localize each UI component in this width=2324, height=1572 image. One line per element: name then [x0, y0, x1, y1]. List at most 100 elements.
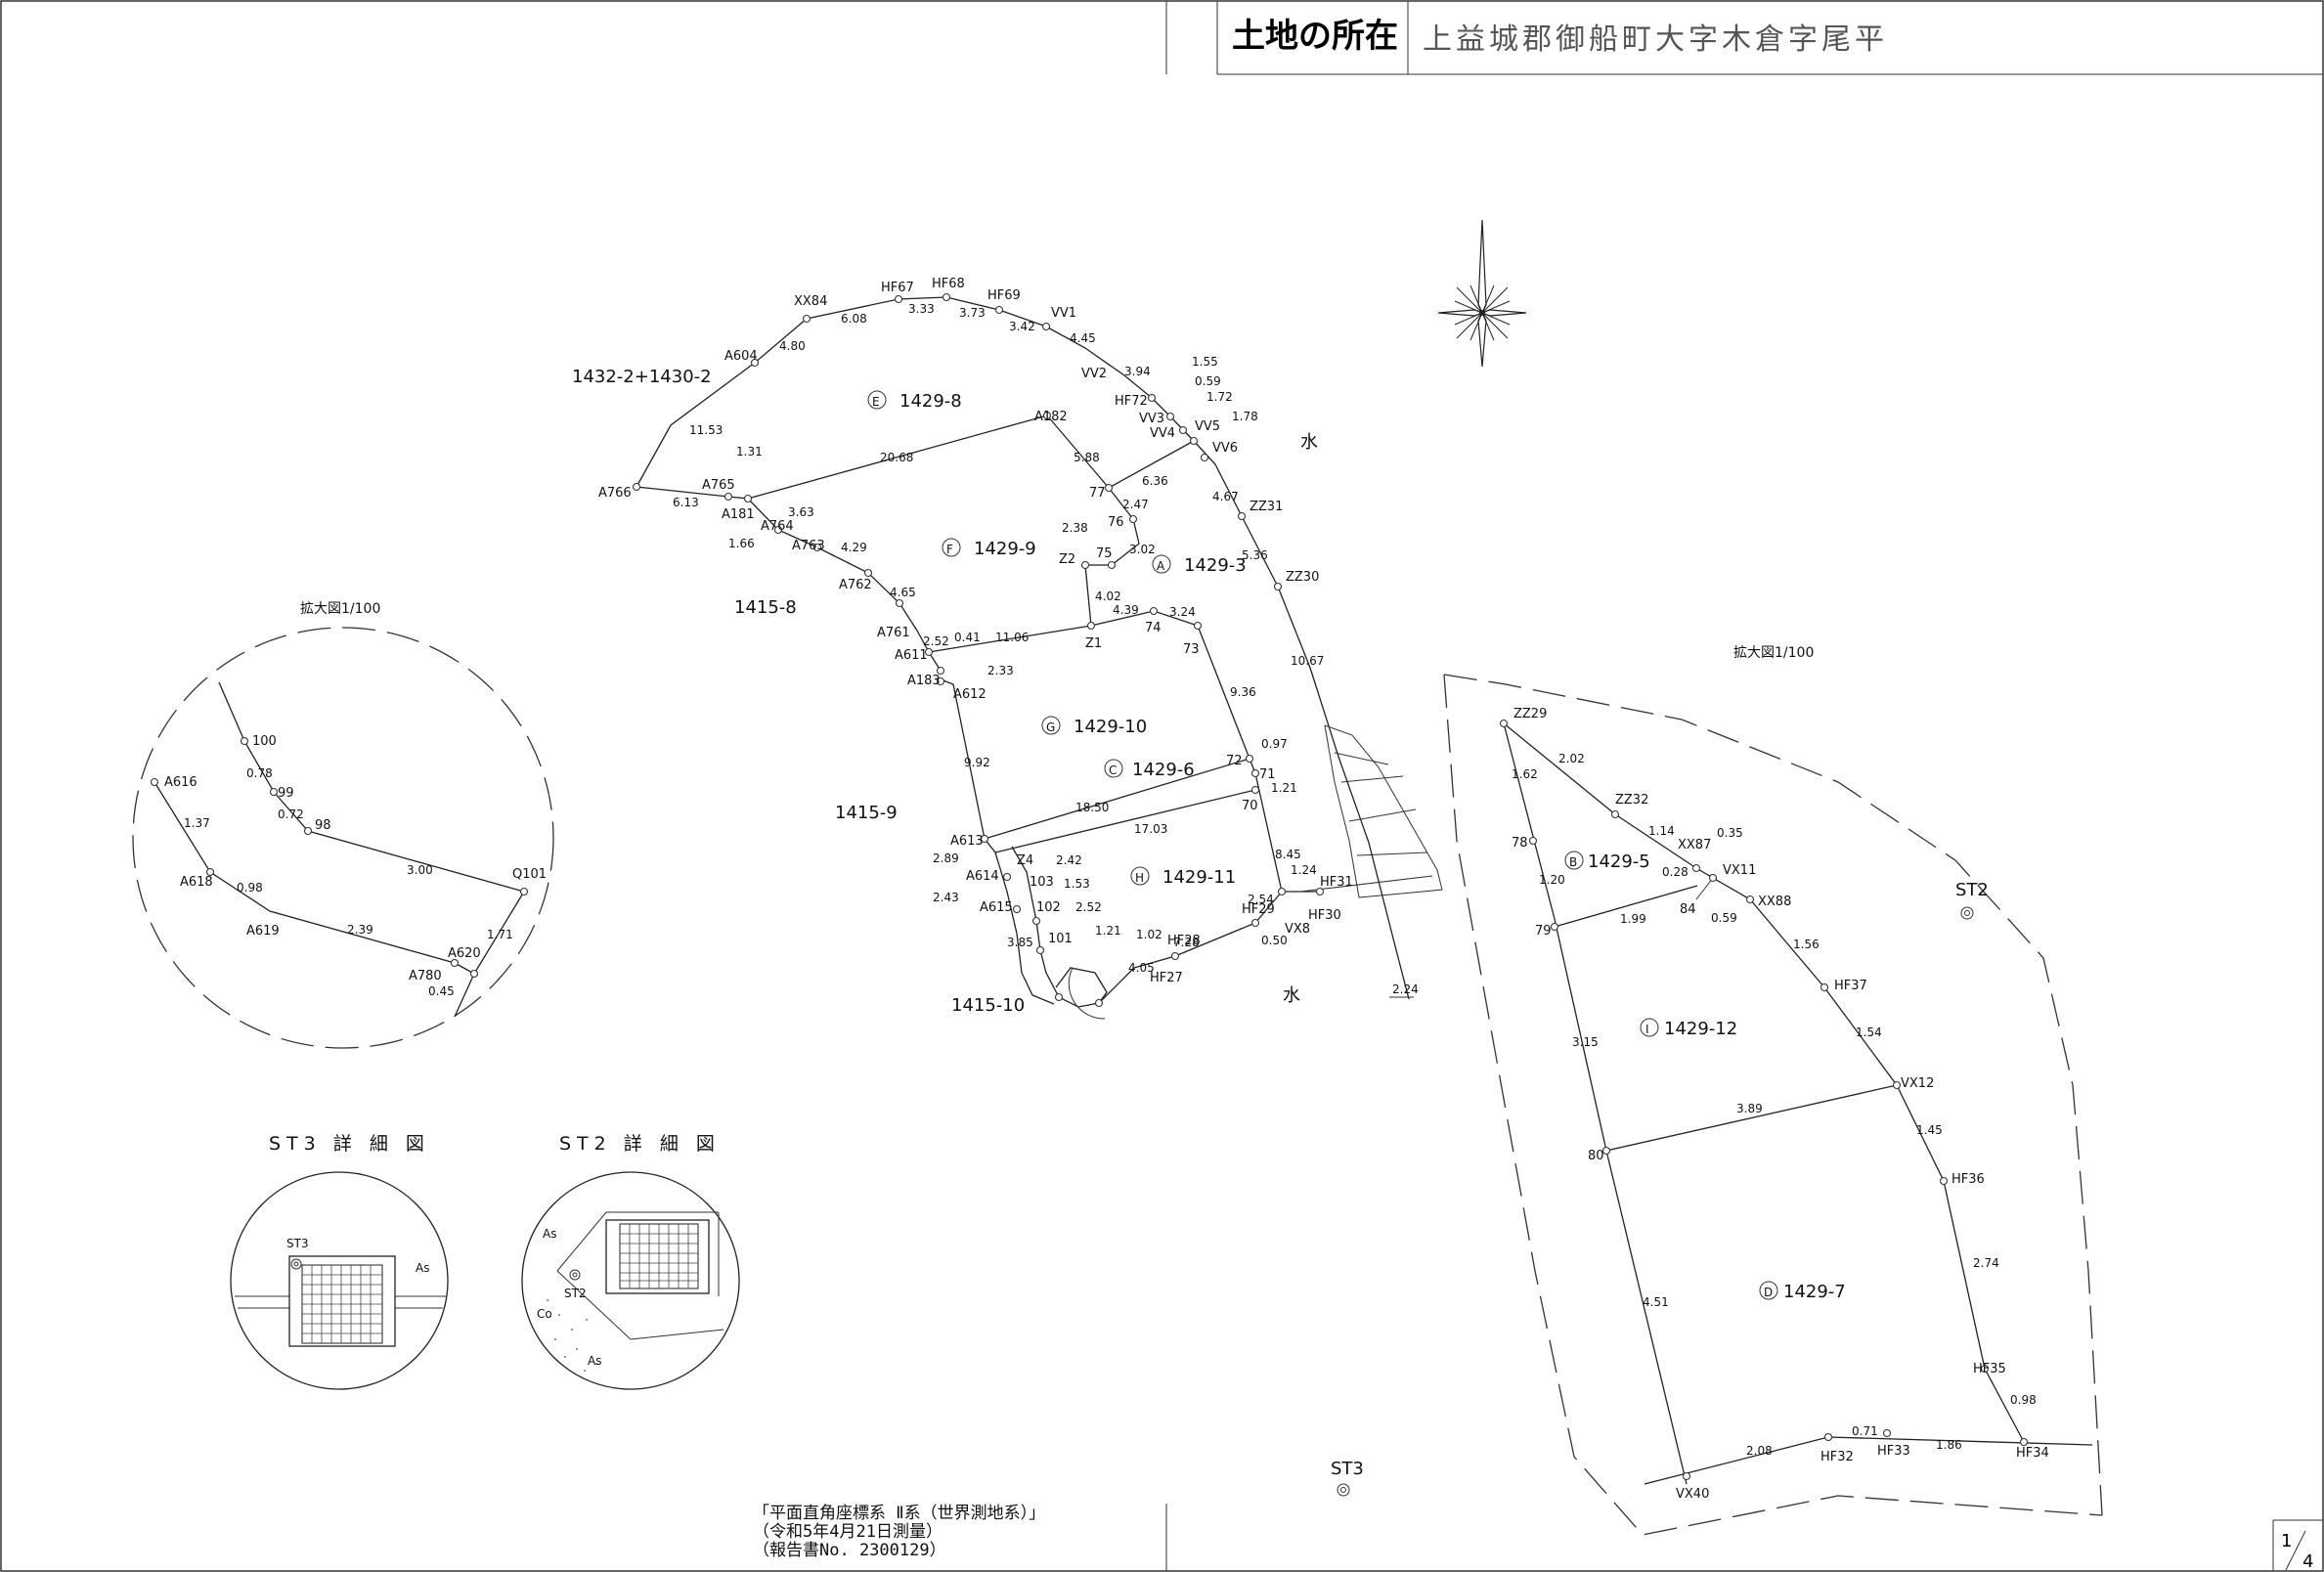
svg-text:VV5: VV5	[1195, 419, 1220, 434]
svg-text:Z4: Z4	[1017, 853, 1033, 868]
neighbor-lot-1415-10: 1415-10	[951, 995, 1025, 1016]
svg-text:2.47: 2.47	[1122, 498, 1149, 511]
svg-text:3.00: 3.00	[407, 863, 433, 877]
svg-text:1.14: 1.14	[1648, 824, 1675, 838]
svg-text:100: 100	[252, 734, 277, 749]
compass-rose-icon	[1437, 219, 1527, 368]
svg-text:A780: A780	[409, 969, 442, 983]
svg-text:HF72: HF72	[1115, 394, 1148, 409]
parcel-d: D 1429-7	[1759, 1281, 1846, 1302]
parcel-f: F 1429-9	[942, 538, 1036, 559]
location-value: 上益城郡御船町大字木倉字尾平	[1423, 22, 1888, 57]
svg-text:HF69: HF69	[987, 288, 1021, 303]
page-total: 4	[2302, 1551, 2313, 1572]
svg-text:ZZ32: ZZ32	[1615, 793, 1648, 808]
svg-text:0.41: 0.41	[954, 631, 981, 644]
svg-text:A604: A604	[724, 349, 758, 364]
neighbor-lot-1415-8: 1415-8	[734, 597, 797, 618]
svg-text:ST3: ST3	[1331, 1459, 1364, 1479]
svg-text:A: A	[1157, 559, 1165, 573]
svg-text:As: As	[588, 1354, 601, 1368]
svg-text:1.78: 1.78	[1232, 410, 1258, 423]
svg-text:1429-3: 1429-3	[1184, 555, 1247, 576]
svg-text:77: 77	[1089, 486, 1106, 501]
svg-text:A613: A613	[950, 834, 984, 849]
svg-text:1429-8: 1429-8	[899, 391, 962, 412]
svg-text:HF27: HF27	[1150, 971, 1183, 985]
svg-text:HF31: HF31	[1320, 875, 1353, 890]
svg-text:98: 98	[315, 818, 331, 833]
header-location: 土地の所在 上益城郡御船町大字木倉字尾平	[1165, 1, 2323, 75]
svg-text:VX12: VX12	[1901, 1076, 1934, 1091]
parcel-i: I 1429-12	[1640, 1018, 1737, 1039]
svg-text:1.31: 1.31	[736, 445, 763, 458]
survey-note: 「平面直角座標系 Ⅱ系（世界測地系）」 （令和5年4月21日測量） （報告書No…	[753, 1504, 1167, 1571]
svg-text:ST2: ST2	[564, 1287, 587, 1300]
svg-text:1.66: 1.66	[728, 537, 755, 550]
svg-text:1.02: 1.02	[1136, 928, 1162, 941]
svg-text:99: 99	[278, 786, 294, 801]
svg-text:4.02: 4.02	[1095, 590, 1121, 603]
svg-text:XX84: XX84	[794, 294, 827, 309]
svg-text:80: 80	[1588, 1149, 1604, 1163]
enlarged-label-left: 拡大図1/100	[300, 601, 380, 617]
svg-text:1429-7: 1429-7	[1783, 1282, 1846, 1302]
svg-text:3.24: 3.24	[1169, 605, 1196, 619]
parcel-c: C 1429-6	[1104, 759, 1195, 780]
svg-text:1429-5: 1429-5	[1588, 852, 1650, 872]
svg-text:2.89: 2.89	[933, 852, 959, 865]
svg-text:A618: A618	[180, 875, 213, 890]
svg-text:A615: A615	[980, 900, 1013, 915]
svg-text:A611: A611	[895, 648, 928, 663]
svg-text:A616: A616	[164, 775, 197, 790]
st3-detail: ST3 詳 細 図 ST3 As	[230, 1133, 449, 1390]
page-current: 1	[2281, 1531, 2292, 1551]
svg-text:1.99: 1.99	[1620, 912, 1646, 926]
svg-text:Z1: Z1	[1085, 636, 1102, 651]
svg-text:5.88: 5.88	[1074, 451, 1100, 464]
svg-text:H: H	[1135, 871, 1144, 885]
svg-text:HF32: HF32	[1820, 1450, 1854, 1464]
st2-detail-title: ST2 詳 細 図	[559, 1133, 721, 1155]
svg-text:103: 103	[1030, 875, 1054, 890]
svg-text:11.53: 11.53	[689, 423, 723, 437]
svg-text:70: 70	[1242, 799, 1258, 813]
svg-text:VX40: VX40	[1676, 1487, 1709, 1502]
svg-text:4.67: 4.67	[1212, 490, 1239, 503]
svg-text:75: 75	[1096, 546, 1113, 561]
svg-text:2.38: 2.38	[1062, 521, 1088, 535]
svg-text:11.06: 11.06	[995, 631, 1029, 644]
svg-text:XX87: XX87	[1678, 838, 1711, 852]
svg-text:8.45: 8.45	[1275, 848, 1301, 861]
svg-text:74: 74	[1145, 621, 1162, 635]
svg-text:3.15: 3.15	[1572, 1035, 1599, 1049]
svg-text:HF37: HF37	[1834, 979, 1867, 993]
svg-text:1429-11: 1429-11	[1162, 867, 1236, 888]
svg-text:76: 76	[1108, 515, 1124, 530]
svg-text:2.52: 2.52	[923, 634, 949, 648]
svg-text:2.74: 2.74	[1973, 1256, 1999, 1270]
svg-text:Q101: Q101	[512, 867, 547, 882]
svg-text:2.02: 2.02	[1558, 752, 1585, 765]
page-number: 1 4	[2272, 1519, 2323, 1572]
svg-text:0.72: 0.72	[278, 808, 304, 821]
svg-text:1429-9: 1429-9	[974, 539, 1036, 559]
svg-text:A762: A762	[839, 578, 872, 592]
station-st3: ST3	[1331, 1459, 1364, 1497]
svg-text:C: C	[1109, 764, 1117, 777]
svg-text:VV3: VV3	[1139, 412, 1164, 426]
svg-text:6.36: 6.36	[1142, 474, 1168, 488]
svg-text:A764: A764	[761, 519, 794, 534]
st2-detail: ST2 詳 細 図 As ST2 Co As	[521, 1133, 740, 1390]
neighbor-lot-1432: 1432-2+1430-2	[572, 367, 712, 387]
svg-text:A612: A612	[953, 687, 987, 702]
svg-text:A761: A761	[877, 626, 910, 640]
svg-text:A765: A765	[702, 478, 735, 493]
svg-text:0.45: 0.45	[428, 984, 455, 998]
svg-text:78: 78	[1512, 836, 1528, 851]
svg-text:1429-12: 1429-12	[1664, 1019, 1737, 1039]
st3-detail-title: ST3 詳 細 図	[269, 1133, 430, 1155]
